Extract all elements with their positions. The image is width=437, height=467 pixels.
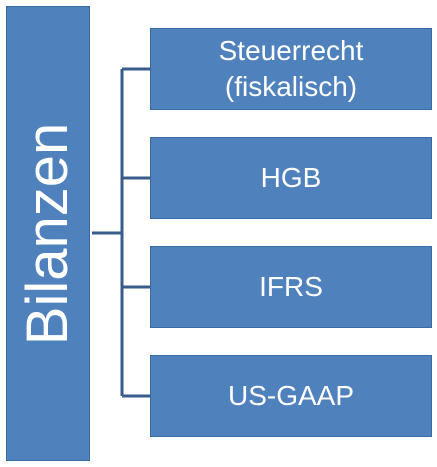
child-node-label-line1: Steuerrecht [218,35,364,66]
root-node-bilanzen: Bilanzen [6,6,90,461]
child-node-label: Steuerrecht (fiskalisch) [219,33,364,105]
root-node-label: Bilanzen [15,122,80,345]
child-node-hgb: HGB [150,137,432,219]
child-node-us-gaap: US-GAAP [150,355,432,437]
child-node-label: US-GAAP [227,380,355,411]
child-node-label: HGB [260,162,322,193]
child-node-ifrs: IFRS [150,246,432,328]
child-node-label-line2: (fiskalisch) [224,71,358,102]
child-node-label: IFRS [259,271,323,302]
child-node-steuerrecht: Steuerrecht (fiskalisch) [150,28,432,110]
